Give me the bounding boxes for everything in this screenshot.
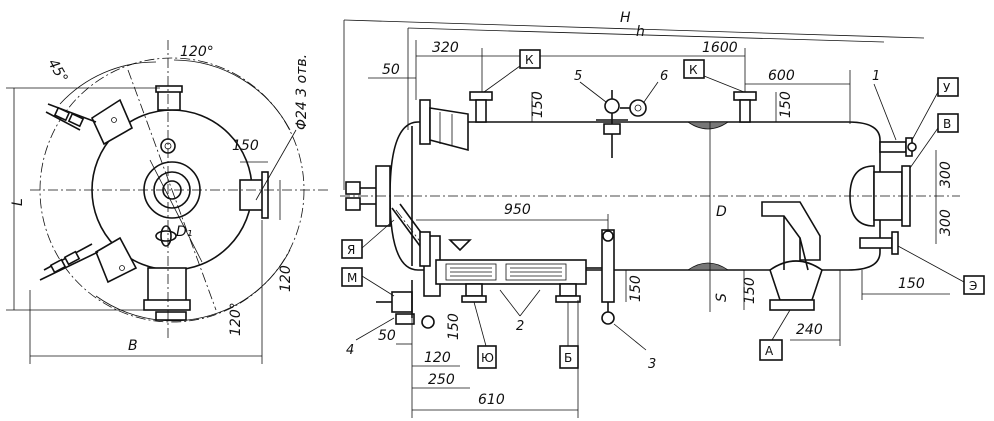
box-k1 [519, 49, 541, 69]
box-v [937, 113, 959, 133]
callout-1: 1 [872, 69, 880, 84]
label-v: В [943, 117, 951, 131]
b-label: B [128, 338, 138, 354]
s-label: S [714, 293, 730, 302]
drain-symbol [155, 225, 177, 247]
holes-label: Φ24 3 отв. [294, 54, 310, 130]
dim-300-upper-label: 300 [938, 161, 954, 188]
top-nozzle [155, 85, 183, 111]
bottom-weld-zone [686, 262, 730, 271]
box-a [759, 339, 783, 361]
label-a: А [765, 344, 774, 358]
center-boss-middle [153, 171, 191, 209]
nozzle-a-elbow [761, 201, 823, 311]
dim-150-bottom-label: 150 [628, 275, 644, 302]
dim-150-right-label: 150 [898, 276, 925, 292]
angle-arc-120-top [173, 59, 291, 131]
angle-45-label: 45° [44, 56, 70, 86]
d1-dim-line [149, 159, 203, 263]
dim-150-a-label: 150 [742, 277, 758, 304]
box-b-nozzle [559, 345, 579, 369]
callout-5: 5 [574, 69, 582, 84]
box-e [963, 275, 985, 295]
inner-vertical-pipe [419, 231, 431, 267]
dim-600-label: 600 [768, 68, 795, 84]
valve-assembly-bottom-left [376, 280, 435, 329]
callout-6: 6 [660, 69, 668, 84]
angle-120-bottom-label: 120° [228, 302, 244, 336]
end-view-diagonal-axis [127, 69, 217, 311]
dim-150-k2-label: 150 [778, 91, 794, 118]
valve-assembly-top [596, 90, 647, 158]
dim-1600-label: 1600 [702, 40, 738, 56]
nozzle-u [879, 137, 917, 157]
label-b-nozzle: Б [564, 351, 572, 365]
end-view: D₁ 45° 120° 120° L B 150 120 Φ24 3 отв. [6, 40, 330, 364]
d-label: D [716, 204, 727, 220]
right-side-nozzle [239, 171, 269, 219]
callout-2: 2 [516, 319, 524, 334]
nozzle-e [859, 231, 899, 255]
heater-coil-assembly [423, 235, 587, 303]
dim-50-bottom-label: 50 [378, 328, 396, 344]
callout-3: 3 [648, 357, 656, 372]
vessel-shell [389, 121, 881, 271]
upper-left-nozzle [45, 98, 134, 146]
nozzle-k1 [469, 91, 493, 123]
d1-label: D₁ [176, 224, 192, 240]
dim-300-lower-label: 300 [938, 209, 954, 236]
box-ya [341, 239, 363, 259]
dim-240-label: 240 [796, 322, 823, 338]
box-yu [477, 345, 497, 369]
label-m: М [347, 271, 357, 285]
h-small-dim-line [407, 27, 885, 43]
side-150-label: 150 [232, 138, 259, 154]
side-view: H h 320 1600 600 50 150 150 950 D [340, 10, 985, 418]
dim-320-label: 320 [432, 40, 459, 56]
dim-150-k1-label: 150 [530, 91, 546, 118]
angle-120-top-label: 120° [180, 44, 214, 60]
box-m [341, 267, 363, 287]
h-small-label: h [636, 24, 645, 40]
label-k2: К [689, 63, 698, 77]
callout-4: 4 [346, 343, 354, 358]
lower-left-nozzle [39, 236, 138, 284]
dim-950-label: 950 [504, 202, 531, 218]
dim-150-bl-label: 150 [446, 313, 462, 340]
dim-50-top-label: 50 [382, 62, 400, 78]
box-k2 [683, 59, 705, 79]
label-u: У [943, 81, 951, 95]
holes-leader [255, 129, 297, 201]
label-yu: Ю [481, 351, 494, 365]
dim-250-label: 250 [428, 372, 455, 388]
box-u [937, 77, 959, 97]
l-label: L [10, 198, 26, 206]
dim-610-label: 610 [478, 392, 505, 408]
bottom-nozzle [143, 267, 191, 321]
angle-arc-45 [59, 61, 157, 105]
h-big-label: H [620, 10, 631, 26]
dim-120-bottom-label: 120 [424, 350, 451, 366]
level-gauge [586, 229, 615, 325]
label-ya: Я [347, 243, 355, 257]
nozzle-k2 [733, 91, 757, 123]
h-big-dim-line [343, 19, 925, 39]
label-e: Э [969, 279, 977, 293]
manhole-top-left [419, 99, 469, 152]
left-end-nozzle-2 [345, 197, 361, 211]
left-end-nozzle-1 [345, 181, 361, 195]
side-120-label: 120 [278, 265, 294, 292]
angle-arc-120-bottom [95, 249, 291, 322]
top-weld-zone [686, 121, 730, 130]
label-k1: К [525, 53, 534, 67]
